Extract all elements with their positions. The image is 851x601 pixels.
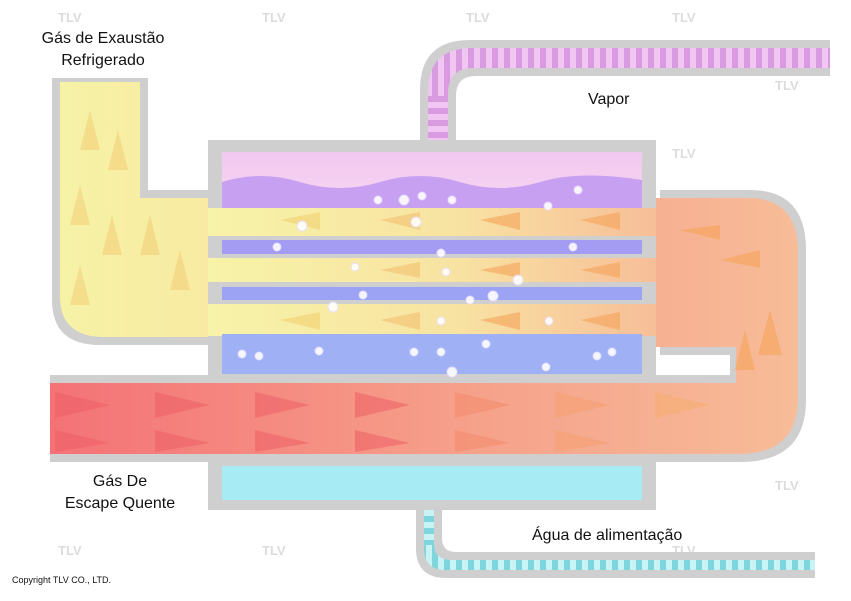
water-tube-lower: [208, 282, 656, 304]
bubbles: [237, 185, 617, 378]
steam-drum: [222, 152, 642, 208]
hot-exhaust-label-line1: Gás De: [92, 473, 148, 490]
watermark: TLV: [58, 543, 82, 558]
cooled-exhaust-label-line1: Gás de Exaustão: [41, 30, 165, 47]
water-drum: [222, 334, 642, 374]
water-tube-upper: [208, 236, 656, 258]
feedwater-tank: [208, 462, 656, 510]
cooled-exhaust-label: Gás de Exaustão Refrigerado: [18, 28, 188, 72]
hot-exhaust-label: Gás De Escape Quente: [40, 471, 200, 515]
watermark: TLV: [672, 146, 696, 161]
feedwater-pipe: [416, 495, 815, 578]
watermark: TLV: [672, 10, 696, 25]
hot-exhaust-label-line2: Escape Quente: [64, 495, 176, 512]
watermark: TLV: [262, 10, 286, 25]
feedwater-label: Água de alimentação: [532, 527, 683, 544]
steam-label: Vapor: [588, 91, 630, 108]
watermark: TLV: [775, 478, 799, 493]
watermark: TLV: [466, 10, 490, 25]
watermark: TLV: [58, 10, 82, 25]
copyright-text: Copyright TLV CO., LTD.: [12, 575, 112, 585]
cooled-gas-flow-arrows: [70, 110, 190, 305]
cooled-exhaust-label-line2: Refrigerado: [61, 52, 145, 69]
hot-exhaust-duct: [50, 190, 806, 462]
watermark: TLV: [262, 543, 286, 558]
hot-gas-flow-arrows: [55, 392, 710, 452]
watermark: TLV: [775, 78, 799, 93]
